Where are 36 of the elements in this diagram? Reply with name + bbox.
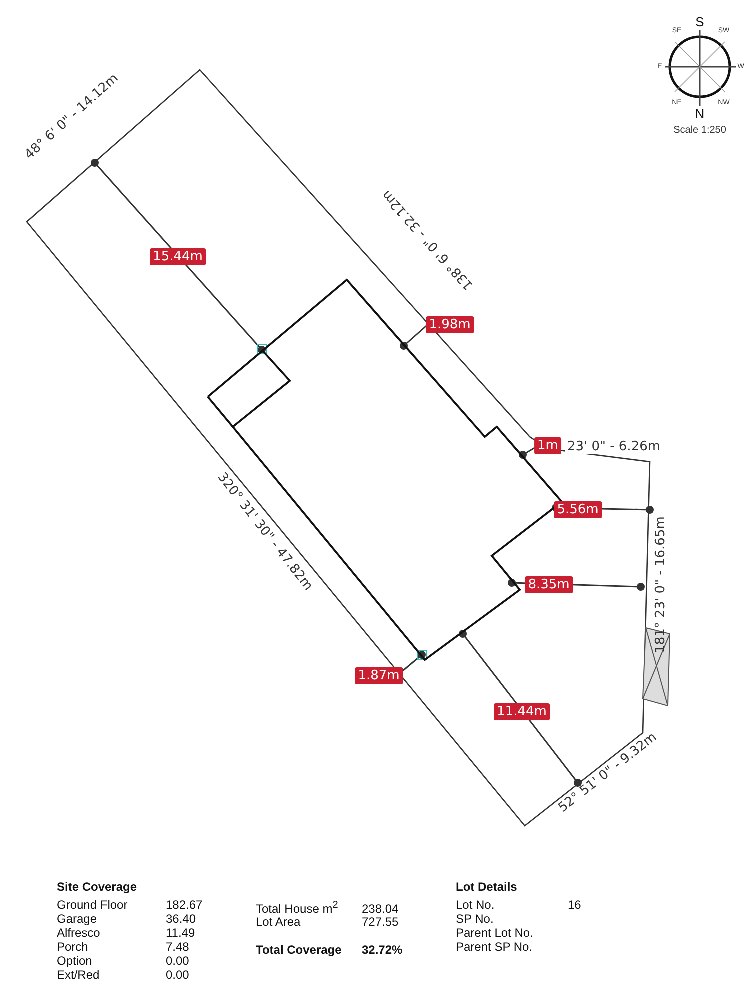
table-text: 11.49 [166,927,196,939]
table-text: SP No. [456,913,494,925]
dimension-label: 15.44m [150,248,206,266]
table-text: Total House m$^{2}$ [256,901,338,915]
table-text: 16 [568,899,582,911]
table-text: Garage [57,913,98,925]
table-heading: 32.72% [362,944,403,956]
table-text: Lot No. [456,899,495,911]
scale-note: Scale 1:250 [674,126,726,136]
dimension-label: 1.87m [355,668,403,684]
table-text: 7.48 [166,941,190,953]
table-text: Parent SP No. [456,941,532,953]
dimension-label: 1m [534,438,562,454]
table-text: Alfresco [57,927,100,939]
compass-letter: S [696,16,704,28]
table-text: Porch [57,941,88,953]
table-text: 182.67 [166,899,203,911]
boundary-bearing: 181° 23' 0" - 16.65m [654,516,668,654]
table-text: Ext/Red [57,969,100,981]
table-text: 727.55 [362,916,399,928]
table-text: 0.00 [166,969,190,981]
table-text: Ground Floor [57,899,128,911]
table-heading: Total Coverage [256,944,342,956]
table-heading: Lot Details [456,881,518,893]
dimension-label: 8.35m [525,576,573,594]
dimension-label: 1.98m [426,316,474,334]
dimension-label: 11.44m [494,704,550,720]
table-text: Option [57,955,92,967]
table-heading: Site Coverage [57,881,138,893]
table-text: Lot Area [256,916,301,928]
table-text: Parent Lot No. [456,927,534,939]
compass-letter: N [695,108,705,120]
dimension-label: 5.56m [554,502,602,518]
table-text: 0.00 [166,955,190,967]
table-text: 36.40 [166,913,196,925]
table-text: 238.04 [362,903,399,915]
